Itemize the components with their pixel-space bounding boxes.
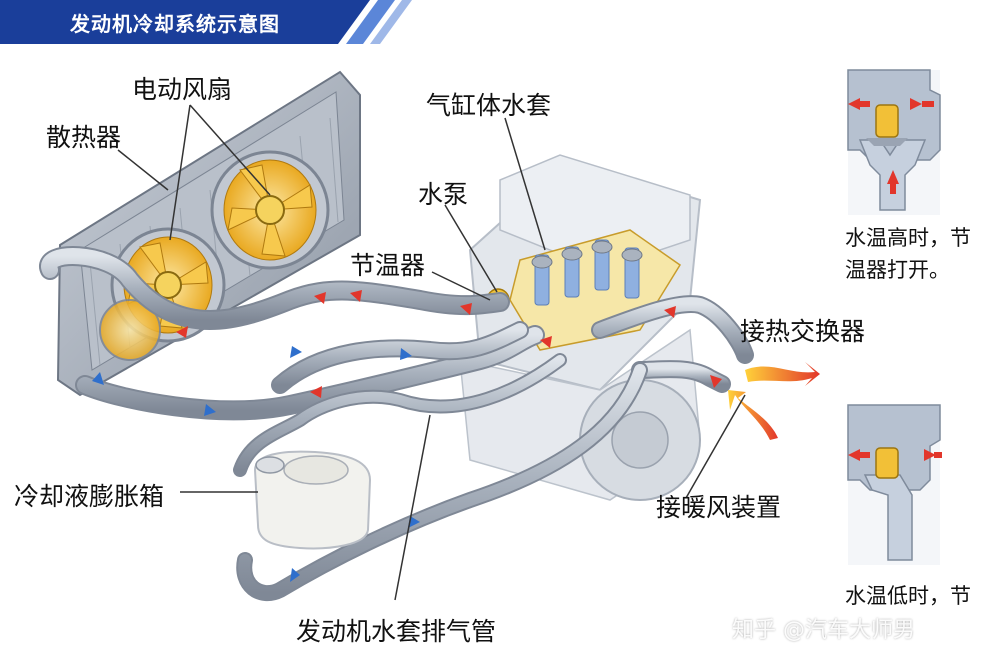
label-electric-fan: 电动风扇 <box>132 75 233 104</box>
label-water-pump: 水泵 <box>418 180 469 209</box>
label-heat-exchanger: 接热交换器 <box>740 317 866 346</box>
expansion-tank <box>253 450 372 550</box>
label-heater-connection: 接暖风装置 <box>656 493 782 522</box>
thermostat-detail-low <box>847 404 942 565</box>
note-high-temp-line1: 水温高时，节 <box>845 226 971 250</box>
hot-air-flow <box>728 362 820 440</box>
flow-arrows <box>92 290 722 582</box>
page-title: 发动机冷却系统示意图 <box>70 12 280 36</box>
leader-lines <box>117 104 746 601</box>
label-thermostat: 节温器 <box>350 251 426 280</box>
label-cylinder-water-jacket: 气缸体水套 <box>426 91 552 120</box>
note-high-temp-line2: 温器打开。 <box>845 258 950 282</box>
note-low-temp-line1: 水温低时，节 <box>845 584 971 608</box>
label-vent-pipe: 发动机水套排气管 <box>296 617 497 646</box>
thermostat-detail-high <box>847 69 941 215</box>
title-banner <box>0 0 412 44</box>
watermark: 知乎 @汽车大师男 <box>732 618 915 643</box>
label-expansion-tank: 冷却液膨胀箱 <box>14 482 165 511</box>
label-radiator: 散热器 <box>46 123 122 152</box>
